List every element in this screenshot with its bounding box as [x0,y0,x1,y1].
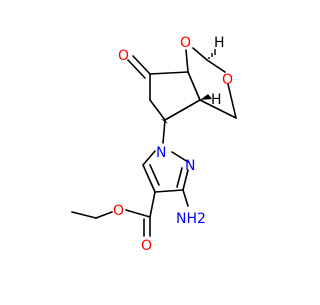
atom-labels: O O O N N NH2 O O H H [113,35,233,254]
bond-c4p-ester-c [149,191,156,218]
atom-stereo-h-mid: H [211,92,222,108]
bond-c1-oring [206,59,226,73]
bond-c4-n1 [162,119,166,144]
bonds [71,47,237,237]
bond-c6-obridge [185,49,189,73]
bond-c5p-n1 [142,150,156,166]
bond-n1-n2 [171,151,189,163]
atom-stereo-h-top: H [214,35,225,51]
bond-ethyl [71,211,97,219]
wedge-bond-c5-h [200,94,212,100]
molecule-diagram: O O O N N NH2 O O H H [71,35,237,254]
atom-ester-carbonyl-o: O [141,238,152,254]
bond-c3-nh2 [182,189,189,207]
bond-c6-ketone-c [149,71,189,75]
atom-pyrazole-n1: N [156,145,166,161]
molecule-structure: O O O N N NH2 O O H H [71,35,237,254]
bond-ester-o-ch2 [95,211,113,219]
atom-pyrazole-n2: N [185,158,195,174]
bond-ester-c-o [125,209,151,218]
bond-ketone-double-a [132,55,151,75]
atom-ketone-o: O [118,48,129,64]
bond-obridge-c1 [192,47,208,61]
atom-ring-o: O [222,72,233,88]
bond-n2-c3-double-a [182,169,189,191]
bond-c3-c4p [154,189,184,193]
bond-oring-ch2 [227,83,237,119]
wedge-bond-c4 [161,119,168,124]
stereo-bonds [161,49,216,124]
bond-c4p-c5p-inner [149,164,160,186]
bond-ketone-double-b [127,59,146,79]
bond-c4-ch2b [149,99,166,121]
atom-amine: NH2 [176,211,206,227]
bond-n2-c3-double-b [176,167,183,188]
bond-ch2-c5 [199,99,237,119]
bond-c6-c5 [187,71,201,101]
atom-bridge-o: O [180,35,191,51]
bond-c4p-c5p [142,164,156,193]
hash-bond-c1-h [208,49,216,59]
bond-c5-c4 [164,99,201,121]
atom-ester-o: O [113,203,124,219]
